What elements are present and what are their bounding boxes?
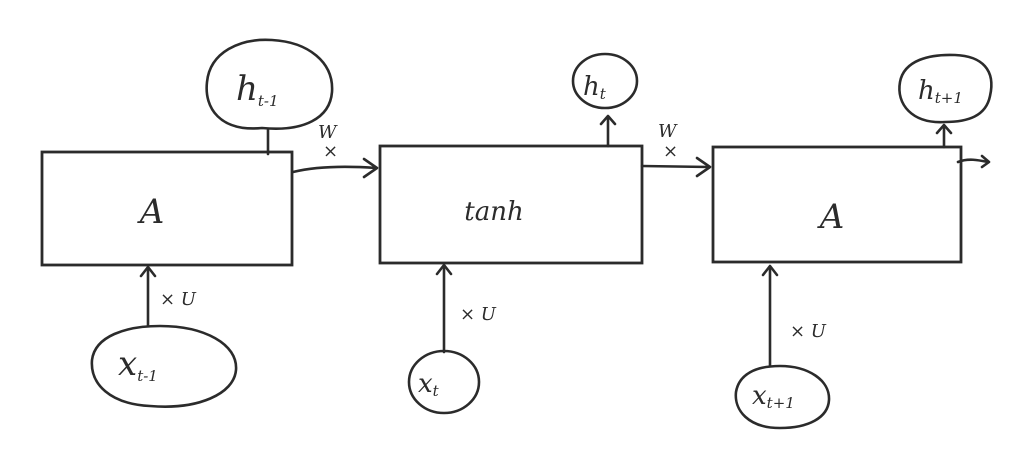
recurrent-weight-op-left: × — [323, 141, 338, 162]
input-label-left: xt-1 — [118, 344, 158, 385]
input-node-left: × U xt-1 — [90, 265, 238, 408]
input-node-right: × U xt+1 — [734, 264, 831, 430]
cell-label-middle: tanh — [464, 197, 523, 227]
recurrent-weight-op-right: × — [663, 141, 678, 162]
output-label-middle: ht — [583, 72, 607, 103]
output-label-right: ht+1 — [918, 76, 963, 107]
cell-box-left: A — [40, 150, 294, 267]
input-label-right: xt+1 — [752, 381, 795, 412]
output-node-middle: ht — [571, 52, 639, 148]
input-weight-label-middle: × U — [460, 304, 497, 325]
cell-label-left: A — [137, 192, 165, 232]
input-node-middle: × U xt — [407, 263, 497, 415]
recurrent-weight-label-right: W — [658, 121, 678, 142]
input-label-middle: xt — [418, 369, 440, 400]
recurrent-arrow-middle-to-right: W × — [640, 121, 712, 178]
input-weight-label-right: × U — [790, 321, 827, 342]
recurrent-arrow-left-to-middle: W × — [291, 122, 379, 179]
output-label-left: ht-1 — [236, 69, 279, 110]
cell-box-middle: tanh — [378, 144, 644, 265]
output-node-right: ht+1 — [898, 53, 993, 169]
input-weight-label-left: × U — [160, 289, 197, 310]
output-node-left: ht-1 — [205, 38, 334, 156]
cell-box-right: A — [711, 145, 963, 264]
cell-label-right: A — [817, 197, 845, 237]
recurrent-weight-label-left: W — [318, 122, 338, 143]
